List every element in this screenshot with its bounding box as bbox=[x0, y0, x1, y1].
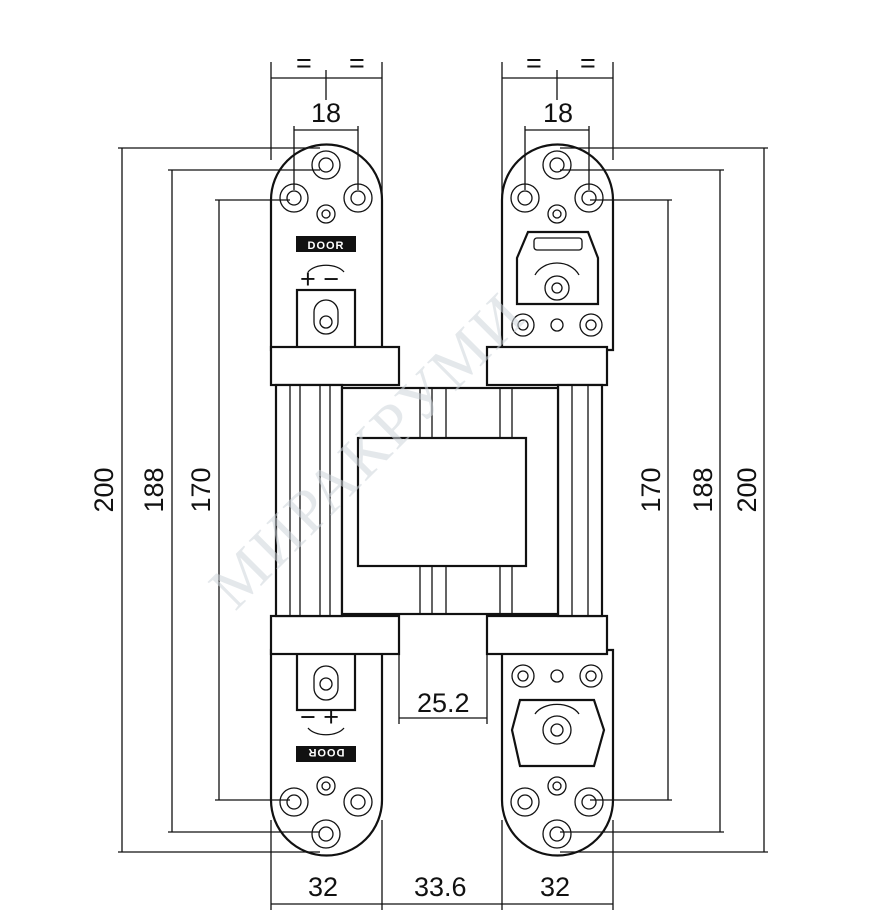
equal-mark: = bbox=[526, 48, 542, 78]
door-label-bottom: DOOR bbox=[308, 746, 345, 758]
hole-spacing-left-label: 18 bbox=[311, 98, 341, 128]
screw-hole-icon bbox=[279, 776, 373, 849]
hinge-body bbox=[269, 345, 609, 656]
gap-25-label: 25.2 bbox=[417, 688, 470, 718]
width-left-label: 32 bbox=[308, 872, 338, 902]
rotation-arrow-icon bbox=[307, 264, 345, 273]
door-badge bbox=[296, 746, 356, 762]
bottom-dimensions bbox=[270, 820, 614, 910]
gap-dimension bbox=[398, 640, 488, 724]
door-badge bbox=[296, 236, 356, 252]
vertical-dimensions-right bbox=[560, 147, 768, 853]
door-label-top: DOOR bbox=[308, 240, 345, 252]
height-188-right-label: 188 bbox=[688, 467, 718, 512]
adjuster-block bbox=[295, 288, 357, 350]
width-center-label: 33.6 bbox=[414, 872, 467, 902]
screw-hole-icon bbox=[510, 150, 604, 224]
equal-mark: = bbox=[580, 48, 596, 78]
equal-mark: = bbox=[349, 48, 365, 78]
rotation-arrow-icon bbox=[307, 727, 345, 736]
height-200-left-label: 200 bbox=[89, 467, 119, 512]
height-170-left-label: 170 bbox=[186, 467, 216, 512]
cam-adjuster-icon bbox=[511, 230, 603, 337]
adjust-sign-bottom: − + bbox=[300, 702, 339, 732]
top-dimensions-left: = = 18 bbox=[270, 48, 383, 380]
hole-spacing-right-label: 18 bbox=[543, 98, 573, 128]
screw-hole-icon bbox=[510, 776, 604, 849]
height-200-right-label: 200 bbox=[732, 467, 762, 512]
right-mounting-plate bbox=[500, 143, 615, 857]
height-170-right-label: 170 bbox=[636, 467, 666, 512]
top-dimensions-right: = = 18 bbox=[501, 48, 614, 380]
vertical-dimensions-left bbox=[118, 147, 320, 853]
height-188-left-label: 188 bbox=[139, 467, 169, 512]
left-mounting-plate: DOOR + − DOOR − + bbox=[269, 143, 384, 857]
cam-adjuster-icon bbox=[510, 664, 606, 768]
equal-mark: = bbox=[296, 48, 312, 78]
screw-hole-icon bbox=[279, 150, 373, 224]
width-right-label: 32 bbox=[540, 872, 570, 902]
